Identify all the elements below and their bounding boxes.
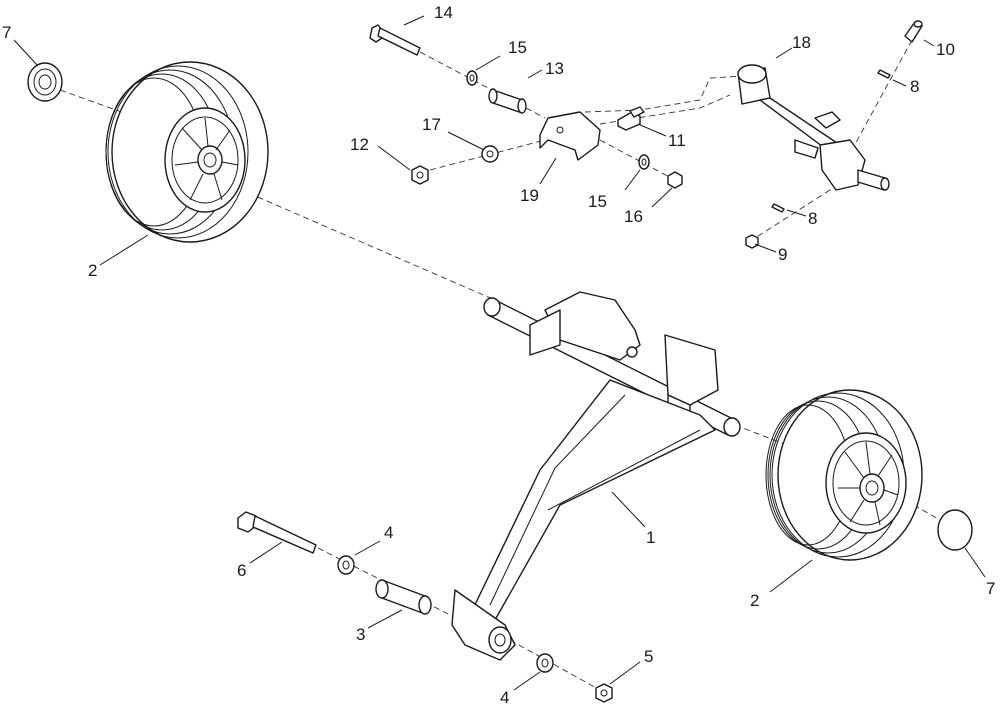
main-frame bbox=[451, 291, 741, 661]
label-part-11: 11 bbox=[668, 131, 686, 150]
label-part-1: 1 bbox=[646, 528, 655, 547]
bolt-11 bbox=[617, 106, 645, 131]
nut-5 bbox=[595, 683, 613, 703]
label-part-18: 18 bbox=[792, 33, 811, 52]
label-part-12: 12 bbox=[350, 135, 369, 154]
label-part-7-right: 7 bbox=[986, 579, 995, 598]
pin-10 bbox=[904, 20, 923, 43]
nut-9 bbox=[745, 234, 759, 249]
label-part-3: 3 bbox=[356, 625, 365, 644]
label-part-8-lower: 8 bbox=[808, 209, 817, 228]
label-part-17: 17 bbox=[422, 115, 441, 134]
label-part-16: 16 bbox=[624, 207, 643, 226]
clip-8-lower bbox=[771, 203, 785, 213]
label-part-14: 14 bbox=[434, 3, 453, 22]
nut-16 bbox=[667, 171, 683, 189]
nut-12 bbox=[411, 165, 429, 185]
wheel-left bbox=[105, 61, 269, 243]
label-part-15-lower: 15 bbox=[588, 192, 607, 211]
label-part-2-right: 2 bbox=[750, 591, 759, 610]
hub-cap-left bbox=[27, 62, 63, 102]
label-part-9: 9 bbox=[778, 245, 787, 264]
label-part-4-upper: 4 bbox=[384, 523, 393, 542]
label-part-8-upper: 8 bbox=[910, 77, 919, 96]
lever-18 bbox=[737, 64, 890, 191]
end-cap-right bbox=[937, 509, 973, 551]
wheel-right bbox=[765, 389, 923, 561]
bolt-6 bbox=[237, 511, 317, 554]
label-part-6: 6 bbox=[237, 561, 246, 580]
label-part-15-upper: 15 bbox=[508, 38, 527, 57]
clip-8-upper bbox=[877, 69, 891, 79]
bracket-19 bbox=[539, 111, 601, 161]
label-part-2-left: 2 bbox=[88, 261, 97, 280]
label-part-4-lower: 4 bbox=[500, 688, 509, 707]
label-part-7-left: 7 bbox=[2, 23, 11, 42]
label-part-19: 19 bbox=[520, 186, 539, 205]
washer-4-lower bbox=[536, 653, 554, 673]
spacer-13 bbox=[488, 88, 527, 114]
washer-17 bbox=[481, 145, 499, 163]
washer-4-upper bbox=[337, 555, 355, 575]
washer-15-upper bbox=[466, 70, 478, 86]
bolt-14 bbox=[369, 24, 421, 56]
leader-lines bbox=[13, 15, 986, 691]
spacer-3 bbox=[375, 579, 432, 615]
label-part-13: 13 bbox=[545, 59, 564, 78]
label-part-10: 10 bbox=[936, 40, 955, 59]
label-part-5: 5 bbox=[644, 647, 653, 666]
washer-15-lower bbox=[638, 154, 650, 170]
callout-labels: 1 2 2 3 4 4 5 6 7 7 8 8 9 10 11 12 13 14… bbox=[2, 3, 995, 707]
